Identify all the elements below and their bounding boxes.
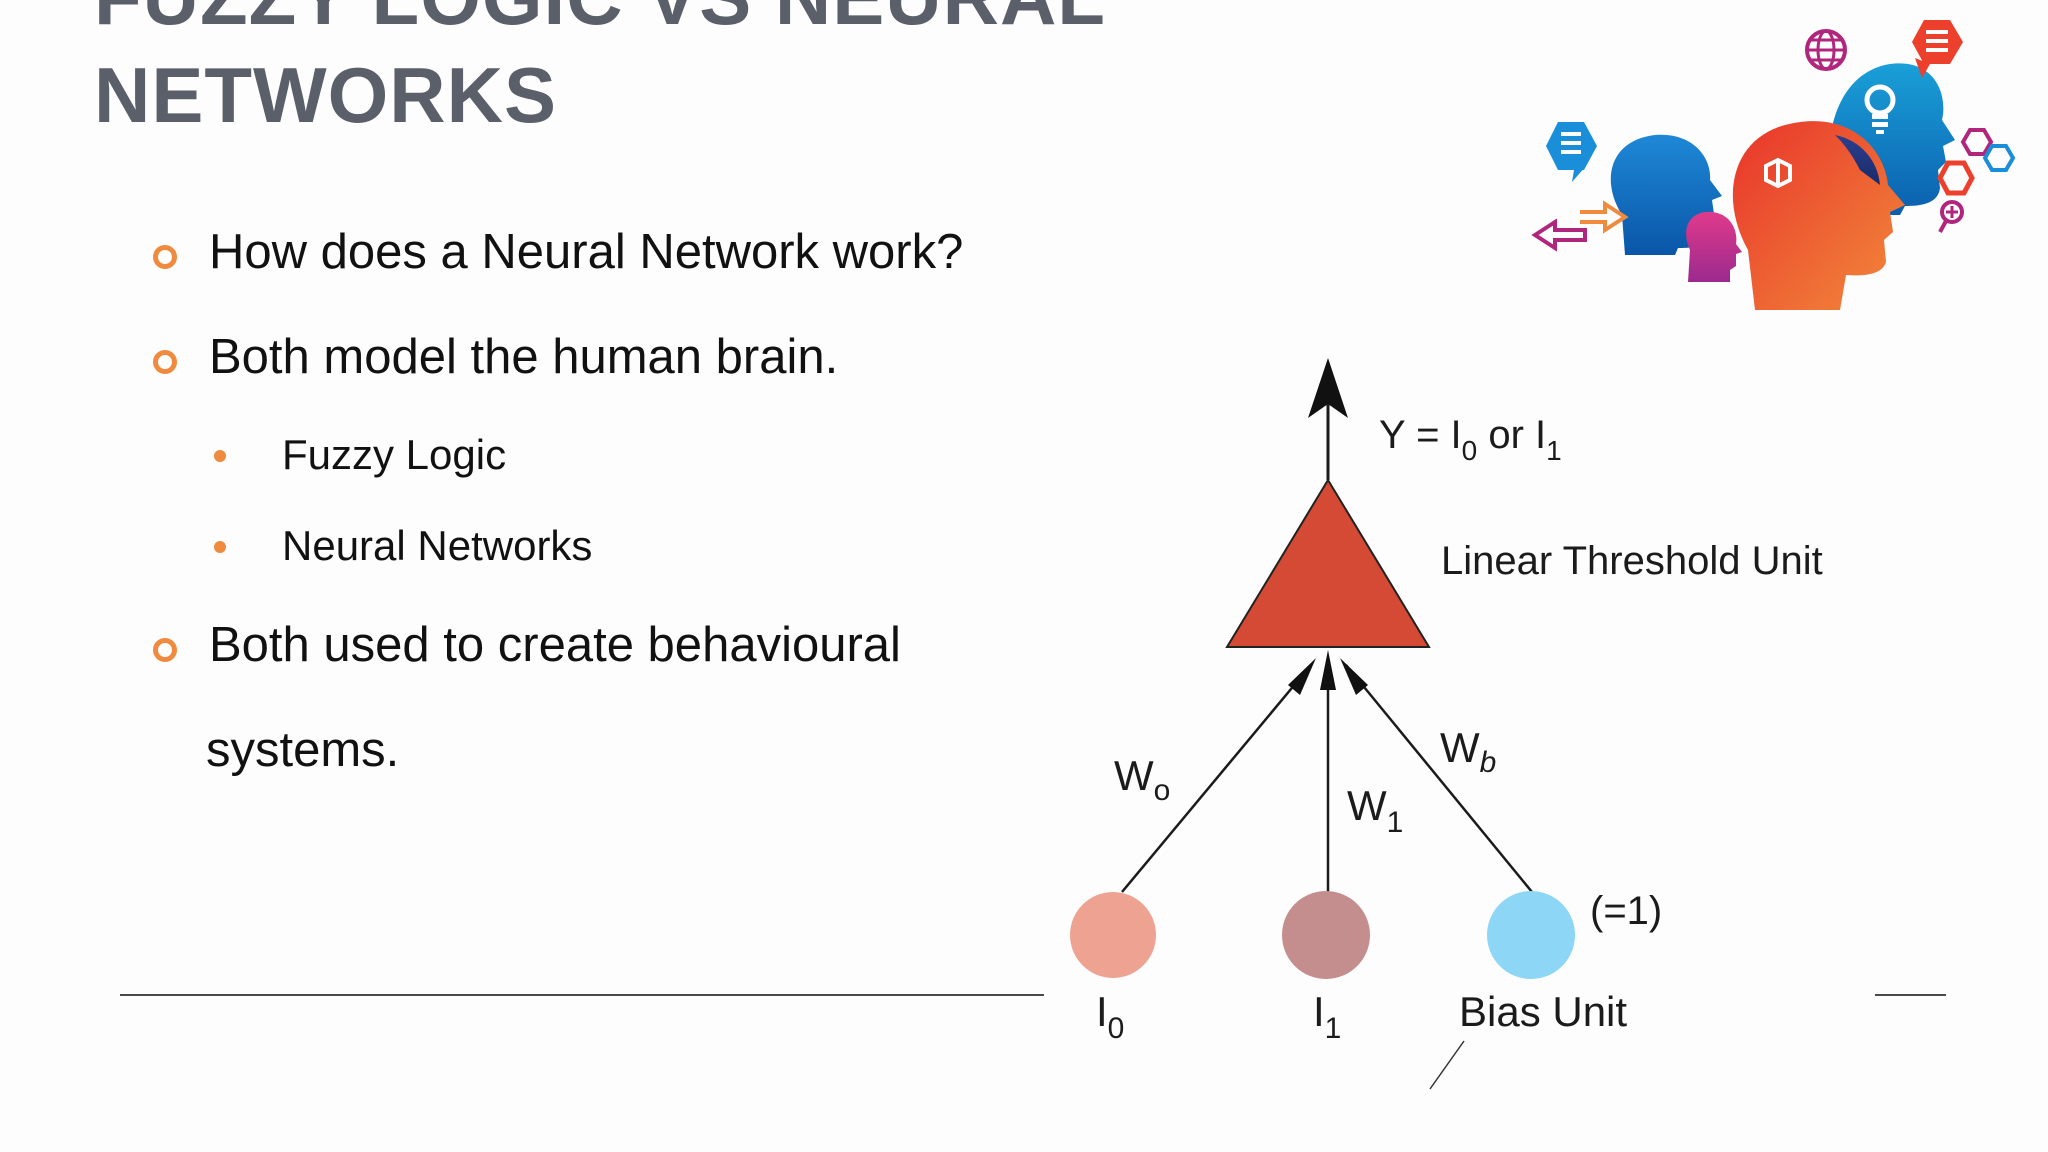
weight-label-wb: Wb (1440, 724, 1496, 779)
bullet-item: How does a Neural Network work? (209, 225, 964, 279)
output-arrowhead (1308, 358, 1348, 418)
arrowhead-i0 (1288, 658, 1316, 695)
input-node-i0 (1070, 892, 1156, 978)
document-hexagon-icon (1912, 20, 1963, 78)
weight-label-w0: Wo (1114, 752, 1170, 807)
bullet-item-continuation: systems. (206, 723, 400, 777)
bullet-ring-icon (153, 350, 177, 374)
bullet-ring-icon (153, 245, 177, 269)
sub-bullet-item: Neural Networks (282, 522, 593, 569)
connection-bias (1345, 664, 1533, 893)
globe-icon (1805, 29, 1847, 71)
bullet-list: How does a Neural Network work? Both mod… (153, 225, 964, 777)
chat-hexagon-icon (1546, 122, 1597, 182)
weight-label-w1: W1 (1347, 782, 1403, 839)
head-pink (1686, 211, 1742, 282)
molecule-hexagons-icon (1937, 128, 2016, 233)
human-heads-illustration (1531, 20, 2016, 310)
sub-bullet-dot-icon (214, 541, 226, 553)
head-red (1732, 121, 1905, 310)
bullet-item: Both used to create behavioural (209, 618, 901, 672)
slide-title-line-1: FUZZY LOGIC VS NEURAL (94, 0, 1106, 46)
input-label-i0: I0 (1096, 988, 1124, 1045)
footer-divider-left (120, 994, 1044, 996)
connection-i0 (1121, 664, 1312, 893)
bias-value-label: (=1) (1590, 889, 1662, 933)
linear-threshold-triangle (1225, 478, 1431, 648)
footer-divider-right (1875, 994, 1946, 996)
sub-bullet-item: Fuzzy Logic (282, 431, 507, 478)
bullet-ring-icon (153, 638, 177, 662)
bias-unit-label: Bias Unit (1459, 988, 1627, 1035)
hexagon-cube-icon (1764, 157, 1792, 189)
unit-label: Linear Threshold Unit (1441, 539, 1823, 583)
annotation-line (1429, 1040, 1465, 1090)
arrowhead-i1 (1320, 650, 1336, 690)
input-node-i1 (1282, 891, 1370, 979)
neuron-diagram: Y = I0 or I1 Linear Threshold Unit Wo W1… (1070, 358, 1823, 1090)
bias-node (1487, 891, 1575, 979)
exchange-arrows-icon (1531, 200, 1629, 252)
output-label: Y = I0 or I1 (1379, 413, 1562, 466)
slide-title-line-2: NETWORKS (94, 51, 557, 139)
bullet-item: Both model the human brain. (209, 330, 839, 384)
lightbulb-icon (1864, 84, 1896, 134)
slide-title: FUZZY LOGIC VS NEURAL NETWORKS (94, 0, 1106, 144)
arrowhead-bias (1340, 658, 1368, 695)
sub-bullet-dot-icon (214, 450, 226, 462)
input-label-i1: I1 (1313, 988, 1341, 1045)
